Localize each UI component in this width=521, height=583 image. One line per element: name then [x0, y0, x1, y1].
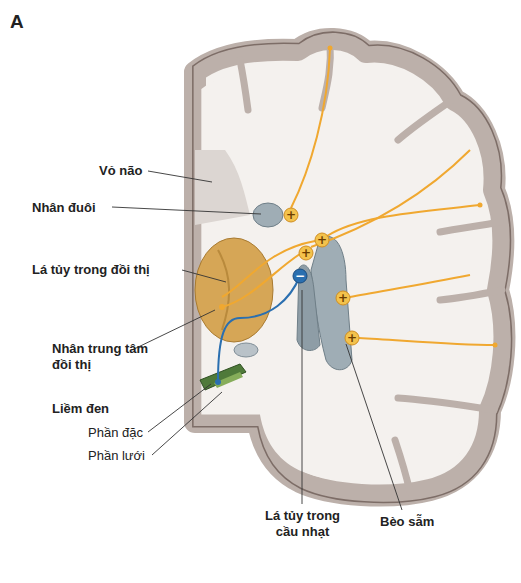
ventricle-area: [195, 150, 250, 225]
neuron-soma: [328, 46, 333, 51]
leader-lines: [112, 171, 402, 510]
excitatory-pathways: [222, 48, 495, 345]
neuron-soma: [478, 203, 483, 208]
structure-label: Phần đặc: [88, 425, 143, 441]
caudate-nucleus: [253, 203, 283, 227]
plus-sign: +: [336, 291, 350, 305]
structure-label: Nhân đuôi: [32, 200, 96, 216]
putamen: [311, 236, 352, 370]
structure-label: Lá tủy trong đồi thị: [32, 262, 150, 278]
neuron-soma: [493, 343, 498, 348]
inhibitory-marker: [293, 269, 307, 283]
inhibitory-pathway: [218, 276, 300, 382]
internal-medullary-lamina: [218, 250, 229, 330]
sulci: [240, 42, 502, 492]
structure-label: Nhân trung tâm đồi thị: [52, 341, 152, 373]
minus-sign: −: [293, 269, 307, 283]
subthalamic-nucleus: [234, 343, 258, 357]
plus-sign: +: [315, 233, 329, 247]
structure-label: Vỏ não: [99, 163, 142, 179]
thalamus: [195, 238, 273, 342]
neuron-soma: [219, 304, 225, 310]
neuron-soma: [215, 379, 221, 385]
brain-outline: [193, 32, 512, 502]
panel-letter: A: [10, 14, 24, 30]
substantia-nigra: [200, 364, 246, 390]
plus-sign: +: [299, 246, 313, 260]
structure-label: Lá tủy trong cầu nhạt: [255, 508, 350, 540]
structure-label: Liềm đen: [52, 401, 109, 417]
structure-label: Bèo sẫm: [380, 514, 434, 530]
plus-sign: +: [345, 331, 359, 345]
plus-sign: +: [284, 208, 298, 222]
structure-label: Phần lưới: [88, 448, 145, 464]
synapse-markers: [284, 208, 359, 345]
